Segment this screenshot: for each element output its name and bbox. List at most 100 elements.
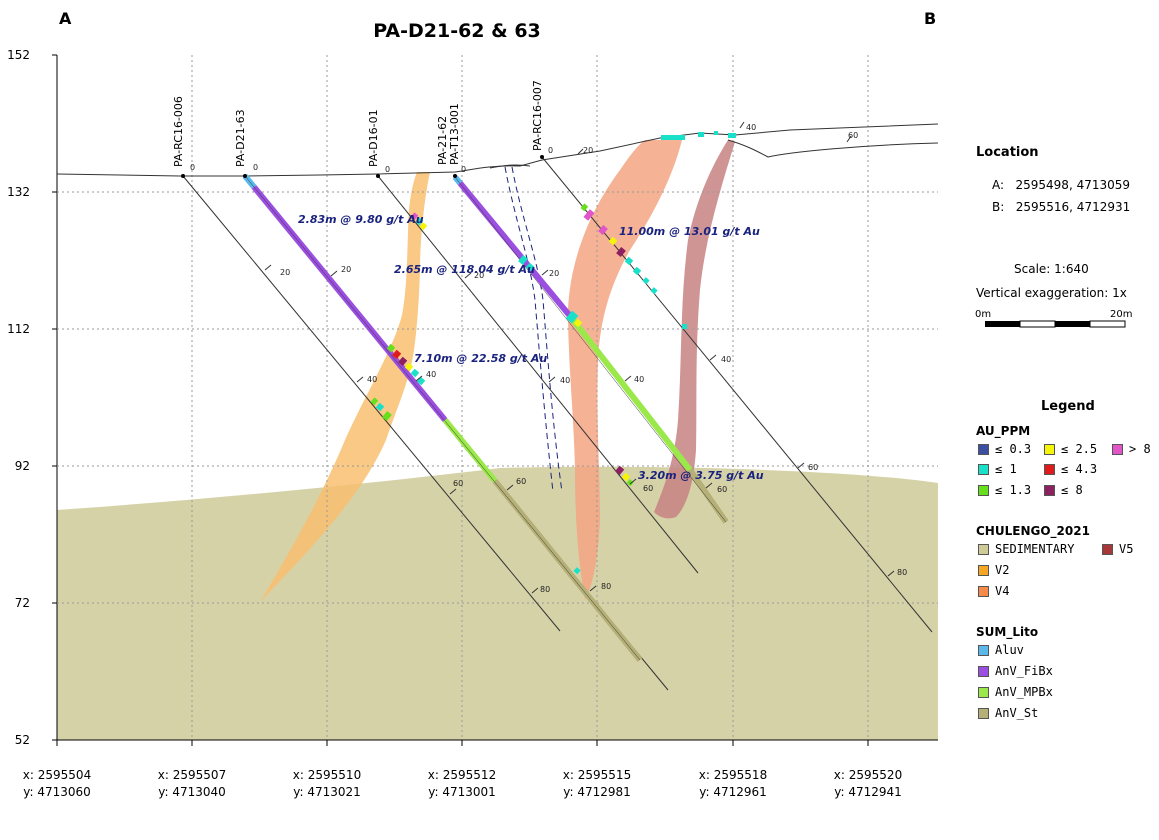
intercept-label: 2.83m @ 9.80 g/t Au bbox=[298, 213, 424, 226]
pa-d21-63-mpbx bbox=[442, 418, 498, 483]
legend-swatch bbox=[978, 544, 989, 555]
corner-label-b: B bbox=[924, 9, 936, 28]
depth-label: 60 bbox=[808, 463, 818, 472]
legend-label: ≤ 8 bbox=[1061, 483, 1083, 497]
hole-trace-pa-d16-01 bbox=[377, 175, 699, 574]
legend-label: ≤ 0.3 bbox=[995, 442, 1032, 456]
legend-label: Aluv bbox=[995, 643, 1024, 657]
legend-label: SEDIMENTARY bbox=[995, 542, 1075, 556]
legend-swatch bbox=[978, 444, 989, 455]
depth-label: 60 bbox=[643, 484, 653, 493]
depth-label: 20 bbox=[280, 268, 290, 277]
hole-label-pa-d16-01: PA-D16-01 bbox=[367, 109, 380, 167]
legend-swatch bbox=[1044, 485, 1055, 496]
x-tick-easting: x: 2595507 bbox=[158, 768, 226, 782]
location-b-label: B: bbox=[992, 200, 1005, 214]
intercept-label: 11.00m @ 13.01 g/t Au bbox=[619, 225, 760, 238]
legend-label: V4 bbox=[995, 584, 1010, 598]
legend-group-chulengo: CHULENGO_2021 bbox=[976, 524, 1090, 538]
vertical-exaggeration: Vertical exaggeration: 1x bbox=[976, 286, 1127, 300]
depth-label: 0 bbox=[190, 163, 195, 172]
y-tick-label: 52 bbox=[15, 733, 30, 747]
pa-21-62-st bbox=[687, 468, 729, 524]
depth-label: 20 bbox=[583, 146, 593, 155]
legend-swatch bbox=[978, 645, 989, 656]
depth-label: 40 bbox=[634, 375, 644, 384]
assay-blocks bbox=[370, 131, 736, 575]
depth-label: 20 bbox=[341, 265, 351, 274]
legend-label: ≤ 1.3 bbox=[995, 483, 1032, 497]
depth-label: 60 bbox=[516, 477, 526, 486]
location-a-value: 2595498, 4713059 bbox=[1015, 178, 1131, 192]
section-title: PA-D21-62 & 63 bbox=[373, 20, 541, 42]
legend-label: AnV_St bbox=[995, 706, 1039, 720]
depth-label: 60 bbox=[717, 485, 727, 494]
location-a: A: 2595498, 4713059 bbox=[992, 178, 1130, 192]
x-tick-easting: x: 2595520 bbox=[834, 768, 902, 782]
depth-label: 20 bbox=[549, 269, 559, 278]
scale-bar-start: 0m bbox=[975, 309, 992, 320]
legend-label: ≤ 2.5 bbox=[1061, 442, 1098, 456]
hole-label-pa-t13-001: PA-T13-001 bbox=[448, 103, 461, 165]
scale-bar-end: 20m bbox=[1110, 309, 1133, 320]
intercept-label: 3.20m @ 3.75 g/t Au bbox=[638, 469, 764, 482]
x-tick-northing: y: 4713040 bbox=[158, 785, 226, 799]
legend-group-sum-lito: SUM_Lito bbox=[976, 625, 1039, 639]
hole-trace-pa-rc16-006 bbox=[182, 175, 561, 632]
scale-label: Scale: 1:640 bbox=[1014, 262, 1089, 276]
legend-label: V5 bbox=[1119, 542, 1134, 556]
y-tick-label: 152 bbox=[7, 48, 30, 62]
depth-label: 40 bbox=[721, 355, 731, 364]
x-tick-easting: x: 2595515 bbox=[563, 768, 631, 782]
collar-dots bbox=[181, 155, 544, 178]
depth-label: 40 bbox=[426, 370, 436, 379]
legend-label: AnV_FiBx bbox=[995, 664, 1053, 678]
x-tick-easting: x: 2595512 bbox=[428, 768, 496, 782]
legend-swatch bbox=[978, 565, 989, 576]
pa-21-62-fibx bbox=[457, 181, 573, 318]
legend-label: > 8 bbox=[1129, 442, 1151, 456]
y-tick-label: 92 bbox=[15, 459, 30, 473]
y-tick-label: 112 bbox=[7, 322, 30, 336]
intercept-label: 7.10m @ 22.58 g/t Au bbox=[414, 352, 547, 365]
depth-ticks bbox=[264, 121, 895, 594]
legend-swatch bbox=[1102, 544, 1113, 555]
depth-label: 0 bbox=[253, 163, 258, 172]
depth-label: 40 bbox=[560, 376, 570, 385]
scale-bar bbox=[985, 320, 1126, 328]
x-tick-northing: y: 4713001 bbox=[428, 785, 496, 799]
y-tick-label: 132 bbox=[7, 185, 30, 199]
legend-label: ≤ 4.3 bbox=[1061, 462, 1098, 476]
legend-label: AnV_MPBx bbox=[995, 685, 1053, 699]
depth-label: 80 bbox=[601, 582, 611, 591]
legend-swatch bbox=[1044, 444, 1055, 455]
x-tick-easting: x: 2595510 bbox=[293, 768, 361, 782]
dashed-fault-line-2 bbox=[511, 166, 563, 493]
depth-label: 0 bbox=[385, 165, 390, 174]
legend-swatch bbox=[978, 485, 989, 496]
location-b: B: 2595516, 4712931 bbox=[992, 200, 1130, 214]
legend-swatch bbox=[978, 586, 989, 597]
x-tick-easting: x: 2595504 bbox=[23, 768, 91, 782]
hole-label-pa-21-62: PA-21-62 bbox=[436, 116, 449, 165]
dashed-fault-line bbox=[504, 166, 554, 493]
legend-swatch bbox=[978, 666, 989, 677]
hole-label-pa-rc16-006: PA-RC16-006 bbox=[172, 96, 185, 167]
legend-title: Legend bbox=[1041, 399, 1095, 414]
depth-label: 80 bbox=[540, 585, 550, 594]
depth-label: 60 bbox=[848, 131, 858, 140]
legend-label: V2 bbox=[995, 563, 1010, 577]
depth-label: 40 bbox=[367, 375, 377, 384]
x-tick-easting: x: 2595518 bbox=[699, 768, 767, 782]
legend-swatch bbox=[1112, 444, 1123, 455]
depth-label: 0 bbox=[548, 146, 553, 155]
intercept-label: 2.65m @ 118.04 g/t Au bbox=[394, 263, 535, 276]
x-tick-northing: y: 4712941 bbox=[834, 785, 902, 799]
location-b-value: 2595516, 4712931 bbox=[1015, 200, 1131, 214]
legend-label: ≤ 1 bbox=[995, 462, 1017, 476]
depth-label: 20 bbox=[474, 271, 484, 280]
hole-label-pa-rc16-007: PA-RC16-007 bbox=[531, 80, 544, 151]
x-tick-northing: y: 4712961 bbox=[699, 785, 767, 799]
legend-swatch bbox=[978, 687, 989, 698]
